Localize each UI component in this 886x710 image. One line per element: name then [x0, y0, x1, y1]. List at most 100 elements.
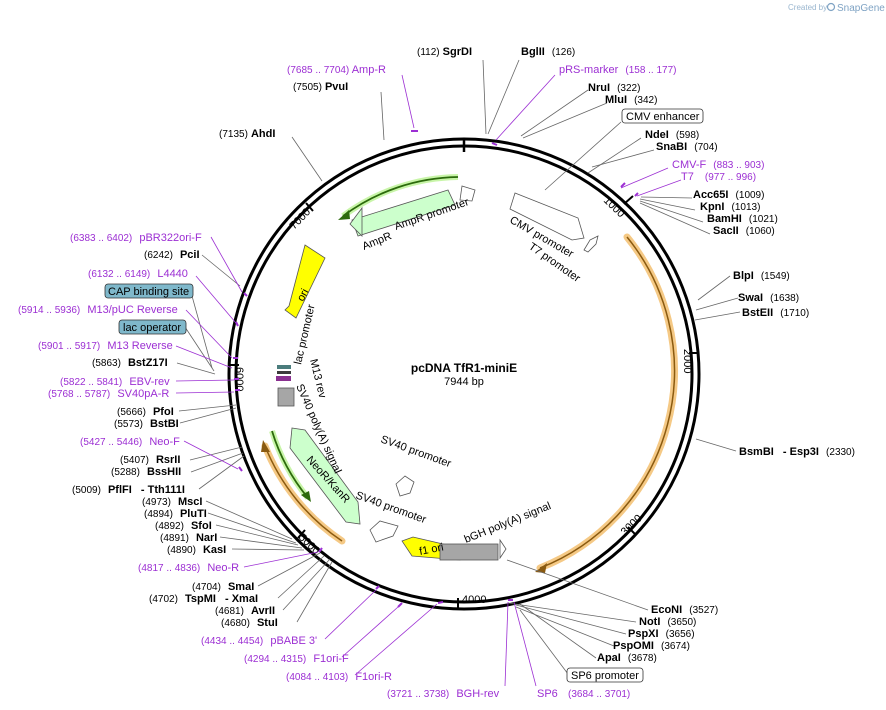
label-sfoi[interactable]: (4892) SfoI	[155, 520, 212, 532]
label-t7[interactable]: T7 (977 .. 996)	[681, 171, 756, 183]
ori-arrow	[284, 244, 326, 319]
label-m13-reverse[interactable]: (5901 .. 5917) M13 Reverse	[38, 340, 173, 352]
orange-arc-right-shadow	[536, 233, 678, 572]
primer-marks	[233, 130, 639, 608]
green-arcs	[269, 174, 459, 502]
label-econi[interactable]: EcoNI (3527)	[651, 604, 718, 616]
label-swai[interactable]: SwaI (1638)	[738, 292, 799, 304]
label-l4440[interactable]: (6132 .. 6149) L4440	[88, 268, 188, 280]
map-title: pcDNA TfR1-miniE 7944 bp	[411, 361, 517, 388]
label-sgrdi[interactable]: (112) SgrDI	[417, 46, 472, 58]
mark-t7	[634, 192, 639, 197]
label-amp-r[interactable]: (7685 .. 7704) Amp-R	[287, 64, 386, 76]
label-nari[interactable]: (4891) NarI	[160, 532, 217, 544]
mark-f1ori-r	[437, 601, 444, 604]
tick-5000-mark	[297, 529, 306, 539]
feature-m13-rev: M13 rev	[307, 358, 328, 400]
label-lac-operator[interactable]: lac operator	[123, 322, 181, 334]
tick-1000: 1000	[601, 195, 627, 221]
leader-lines	[175, 59, 741, 687]
label-stui[interactable]: (4680) StuI	[221, 617, 278, 629]
ampr-arc-arrowhead	[338, 210, 350, 220]
plasmid-length: 7944 bp	[444, 376, 484, 388]
ampr-arc	[342, 176, 459, 217]
label-nrui[interactable]: NruI (322)	[588, 82, 640, 94]
tick-7000-mark	[305, 202, 314, 212]
cmv-promoter-arrow	[509, 192, 585, 241]
label-pfoi[interactable]: (5666) PfoI	[117, 406, 174, 418]
label-sacii[interactable]: SacII (1060)	[713, 225, 775, 237]
feature-sv40-promoter-a: SV40 promoter	[379, 434, 453, 471]
label-bsteii[interactable]: BstEII (1710)	[742, 307, 809, 319]
mark-cmv-f	[620, 182, 626, 188]
label-m13-puc-reverse[interactable]: (5914 .. 5936) M13/pUC Reverse	[18, 304, 178, 316]
label-pflfi[interactable]: (5009) PflFI - Tth111I	[72, 484, 185, 496]
feature-bgh-polya: bGH poly(A) signal	[463, 500, 553, 546]
label-bstz17i[interactable]: (5863) BstZ17I	[92, 357, 168, 369]
label-acc65i[interactable]: Acc65I (1009)	[693, 189, 764, 201]
plasmid-name: pcDNA TfR1-miniE	[411, 361, 517, 375]
label-kasi[interactable]: (4890) KasI	[167, 544, 226, 556]
orange-arc-left-arrowhead	[261, 440, 270, 452]
label-prs-marker[interactable]: pRS-marker (158 .. 177)	[559, 64, 677, 76]
mark-prs-marker	[491, 142, 498, 146]
label-mlui[interactable]: MluI (342)	[605, 94, 657, 106]
label-f1ori-r[interactable]: (4084 .. 4103) F1ori-R	[286, 671, 392, 683]
orange-arc-left	[264, 445, 343, 542]
label-pspxi[interactable]: PspXI (3656)	[628, 628, 695, 640]
label-bsmbi[interactable]: BsmBI - Esp3I (2330)	[739, 446, 855, 458]
label-bamhi[interactable]: BamHI (1021)	[707, 213, 778, 225]
label-neo-r[interactable]: (4817 .. 4836) Neo-R	[138, 562, 239, 574]
label-neo-f[interactable]: (5427 .. 5446) Neo-F	[80, 436, 180, 448]
label-bstbi[interactable]: (5573) BstBI	[114, 418, 179, 430]
orange-arc-right	[539, 236, 676, 569]
label-apai[interactable]: ApaI (3678)	[597, 652, 657, 664]
label-avrii[interactable]: (4681) AvrII	[215, 605, 275, 617]
label-sp6[interactable]: SP6	[537, 688, 558, 700]
mark-neo-f	[238, 466, 243, 472]
label-pvui[interactable]: (7505) PvuI	[293, 81, 348, 93]
label-noti[interactable]: NotI (3650)	[639, 616, 696, 628]
label-smai[interactable]: (4704) SmaI	[192, 581, 254, 593]
label-pcii[interactable]: (6242) PciI	[144, 249, 200, 261]
label-kpni[interactable]: KpnI (1013)	[700, 201, 760, 213]
backbone-outer-ring	[227, 137, 701, 611]
label-bsshii[interactable]: (5288) BssHII	[111, 466, 181, 478]
tick-2000: 2000	[681, 349, 693, 373]
label-pbr322ori-f[interactable]: (6383 .. 6402) pBR322ori-F	[70, 232, 202, 244]
bgh-polya-mark	[439, 543, 499, 561]
label-snabi[interactable]: SnaBI (704)	[656, 141, 718, 153]
label-pbabe-3[interactable]: (4434 .. 4454) pBABE 3'	[201, 635, 317, 647]
label-sp6-pos[interactable]: (3684 .. 3701)	[568, 689, 630, 700]
label-bgh-rev[interactable]: (3721 .. 3738) BGH-rev	[387, 688, 500, 700]
label-f1ori-f[interactable]: (4294 .. 4315) F1ori-F	[244, 653, 349, 665]
label-bglii[interactable]: BglII (126)	[521, 46, 575, 58]
label-blpi[interactable]: BlpI (1549)	[733, 270, 790, 282]
neor-arrow	[289, 427, 361, 525]
label-pspomi[interactable]: PspOMI (3674)	[613, 640, 690, 652]
label-ebv-rev[interactable]: (5822 .. 5841) EBV-rev	[60, 376, 170, 388]
label-pluti[interactable]: (4894) PluTI	[144, 508, 207, 520]
sv40-polya-mark	[277, 387, 295, 407]
snapgene-credit: Created by SnapGene	[788, 2, 885, 14]
label-sp6-promoter[interactable]: SP6 promoter	[571, 670, 639, 682]
label-msci[interactable]: (4973) MscI	[142, 496, 202, 508]
label-tspmi[interactable]: (4702) TspMI - XmaI	[149, 593, 258, 605]
mark-l4440	[235, 321, 239, 327]
label-ndei[interactable]: NdeI (598)	[645, 129, 699, 141]
feature-arrows	[276, 185, 599, 561]
mark-neo-r	[318, 547, 323, 553]
label-sv40pa-r[interactable]: (5768 .. 5787) SV40pA-R	[48, 388, 169, 400]
label-cap-binding-site[interactable]: CAP binding site	[108, 286, 189, 298]
feature-f1-ori: f1 ori	[418, 541, 444, 557]
sv40-promoter-arrow-a	[395, 475, 415, 497]
label-cmv-enhancer[interactable]: CMV enhancer	[626, 111, 700, 123]
t7-promoter-arrow	[583, 235, 599, 253]
label-rsrii[interactable]: (5407) RsrII	[120, 454, 180, 466]
label-ahdi[interactable]: (7135) AhdI	[219, 128, 275, 140]
cmv-enhancer-box	[621, 108, 704, 124]
cap-site-mark	[277, 365, 291, 369]
sp6-promoter-arrow	[499, 538, 507, 560]
label-cmv-f[interactable]: CMV-F (883 .. 903)	[672, 159, 764, 171]
